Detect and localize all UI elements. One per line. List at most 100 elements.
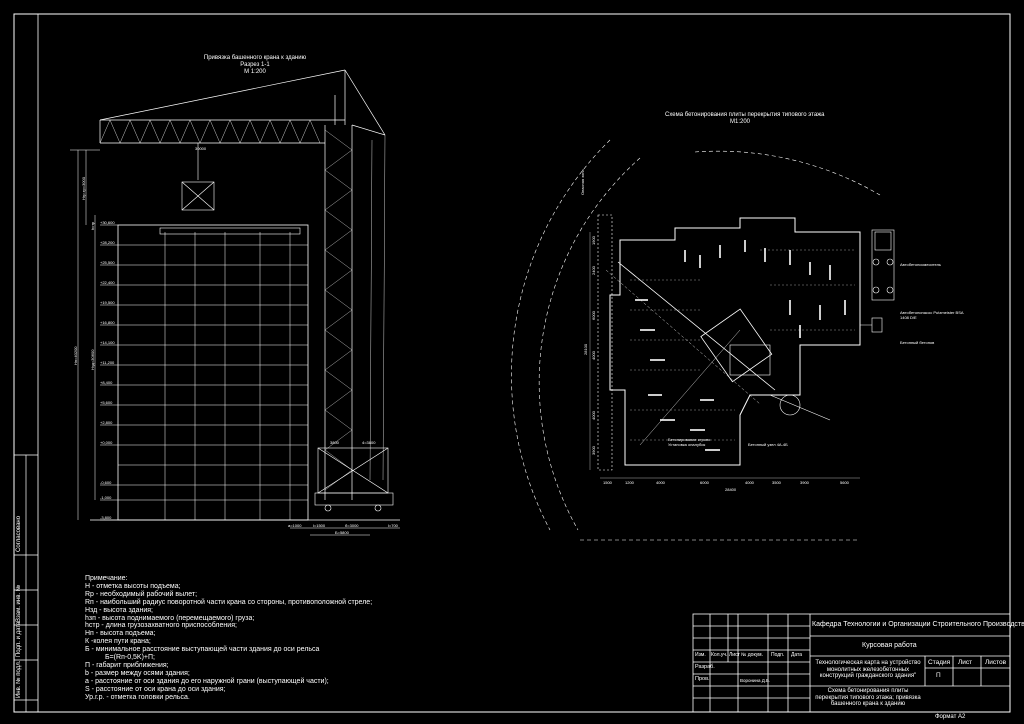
tb-developer-name: Воронина Д.Б. — [740, 678, 771, 683]
plan-dim: 1500 — [603, 480, 612, 485]
dim-crane-base: 4=3800 — [362, 440, 376, 445]
stamp-inv-orig: Инв. № подл. — [16, 660, 22, 698]
plan-dim: 3900 — [591, 446, 596, 455]
tb-format: Формат A2 — [935, 714, 966, 720]
plan-label-concreting: Бетонирование стропо — [668, 437, 711, 442]
plan-dim: 3500 — [772, 480, 781, 485]
elevation-label: +5,600 — [100, 400, 113, 405]
tb-work-type: Курсовая работа — [862, 642, 917, 649]
plan-dim: 4000 — [745, 480, 754, 485]
tb-row-checker: Пров. — [695, 676, 710, 682]
tb-project-title: Технологическая карта на устройство моно… — [815, 660, 921, 679]
notes-heading: Примечание: — [85, 575, 128, 582]
plan-label-concrete: Бетонный бетонов — [900, 340, 935, 345]
dim-boom: 30000 — [195, 146, 207, 151]
tb-row-developer: Разраб. — [695, 664, 715, 670]
notes-line: hстр - длина грузозахватного приспособле… — [85, 622, 237, 630]
plan-dim: 28100 — [583, 343, 588, 355]
dim-hgr: Нгр.тр=3000 — [81, 177, 86, 200]
tb-col-header: Лист — [729, 652, 740, 658]
tb-col-header: Кол.уч. — [711, 652, 728, 658]
plan-dim: 3900 — [800, 480, 809, 485]
floor-plan-outline — [609, 217, 861, 466]
tb-col-header: № докум. — [741, 652, 763, 658]
elevation-label: +22,400 — [100, 280, 115, 285]
side-stamp — [14, 454, 38, 712]
notes-line: К -колея пути крана; — [85, 638, 151, 646]
crane-section-drawing — [70, 69, 400, 536]
plan-dim: 4000 — [591, 351, 596, 360]
elevation-label: +30,600 — [100, 220, 115, 225]
plan-dim: 1900 — [591, 236, 596, 245]
plan-label-node: Бетонный узел 4А-4Б — [748, 442, 788, 447]
plan-label-pump: Автобетононасос Putzmeister BSA 1408 D/E — [900, 310, 964, 320]
slab-concreting-plan — [511, 139, 895, 541]
dim-bottom: l=700 — [388, 523, 398, 528]
stair-core — [700, 308, 773, 383]
elevation-label: +2,800 — [100, 420, 113, 425]
plan-dim: 5600 — [840, 480, 849, 485]
plan-title: Схема бетонирования плиты перекрытия тип… — [665, 112, 825, 125]
plan-dim: 6000 — [700, 480, 709, 485]
notes-line: Б - минимальное расстояние выступающей ч… — [85, 646, 320, 654]
notes-line: Hзд - высота здания; — [85, 606, 153, 614]
elevation-label: +25,500 — [100, 260, 115, 265]
plan-label-formwork: Установка опалубок — [668, 442, 706, 447]
tb-col-header: Дата — [791, 652, 803, 658]
dim-hzd: Hзд=30600 — [90, 349, 95, 370]
notes-line: S - расстояние от оси крана до оси здани… — [85, 685, 226, 693]
elevation-label: +28,200 — [100, 240, 115, 245]
notes-block: Примечание: H - отметка высоты подъема; … — [85, 575, 373, 702]
plan-dim: 4000 — [656, 480, 665, 485]
tb-department: Кафедра Технологии и Организации Строите… — [812, 621, 1024, 628]
notes-line: Hп - высота подъема; — [85, 630, 156, 638]
tb-stage-value: П — [936, 672, 941, 679]
tb-sheet-header: Лист — [958, 659, 973, 666]
plan-label-mixer: Автобетоносмеситель — [900, 262, 942, 267]
notes-line: b - размер между осями здания; — [85, 669, 190, 677]
plan-label-danger: Опасная зона — [580, 169, 585, 195]
elevation-label: -3,800 — [100, 515, 112, 520]
tb-sheet-title: Схема бетонирования плиты перекрытия тип… — [815, 688, 921, 707]
tb-col-header: Изм. — [695, 652, 706, 658]
elevation-label: +14,100 — [100, 340, 115, 345]
elevation-label: +0,000 — [100, 440, 113, 445]
concrete-pump — [871, 317, 883, 333]
crane-hook-load — [181, 143, 215, 211]
crane-tower — [324, 70, 353, 500]
plan-dim: 6000 — [591, 311, 596, 320]
elevation-label: -0,600 — [100, 480, 112, 485]
elevation-label: +16,800 — [100, 320, 115, 325]
notes-line: а - расстояние от оси здания до его нару… — [85, 677, 329, 685]
dim-bottom: a=1000 — [288, 523, 302, 528]
stamp-agreed: Согласовано — [16, 515, 22, 552]
dim-hp: Hп=40200 — [73, 346, 78, 365]
crane-boom — [99, 69, 386, 144]
building-section — [117, 224, 309, 521]
elevation-label: +11,200 — [100, 360, 115, 365]
tb-sheets-header: Листов — [985, 659, 1007, 666]
notes-line: П - габарит приближения; — [85, 661, 169, 669]
dim-bottom: l=1500 — [313, 523, 326, 528]
dim-hstr: hстр — [90, 221, 95, 230]
plan-dim: 1200 — [625, 480, 634, 485]
plan-dim-total: 28400 — [725, 487, 737, 492]
section-title: Привязка башенного крана к зданию Разрез… — [203, 55, 307, 75]
dim-bottom: б=3000 — [345, 523, 359, 528]
elevation-label: +8,400 — [100, 380, 113, 385]
stamp-sign-date: Подп. и дата — [16, 621, 22, 657]
notes-line: Б=(Rп-0,5K)+П; — [105, 654, 155, 662]
plan-dim: 4000 — [591, 411, 596, 420]
notes-line: Rп - наибольший радиус поворотной части … — [85, 598, 373, 606]
title-block — [692, 613, 1011, 713]
notes-line: H - отметка высоты подъема; — [85, 582, 181, 590]
plan-dim: 2400 — [591, 266, 596, 275]
notes-line: Ур.г.р. - отметка головки рельса. — [85, 693, 190, 701]
dim-crane-base: 3800 — [330, 440, 339, 445]
tb-stage-header: Стадия — [928, 659, 951, 666]
concrete-mixer-truck — [871, 229, 895, 301]
stamp-replace-inv: Взам. инв. № — [16, 584, 22, 622]
notes-line: hзп - высота поднимаемого (перемещаемого… — [85, 614, 255, 622]
notes-line: Rр - необходимый рабочий вылет; — [85, 590, 198, 598]
